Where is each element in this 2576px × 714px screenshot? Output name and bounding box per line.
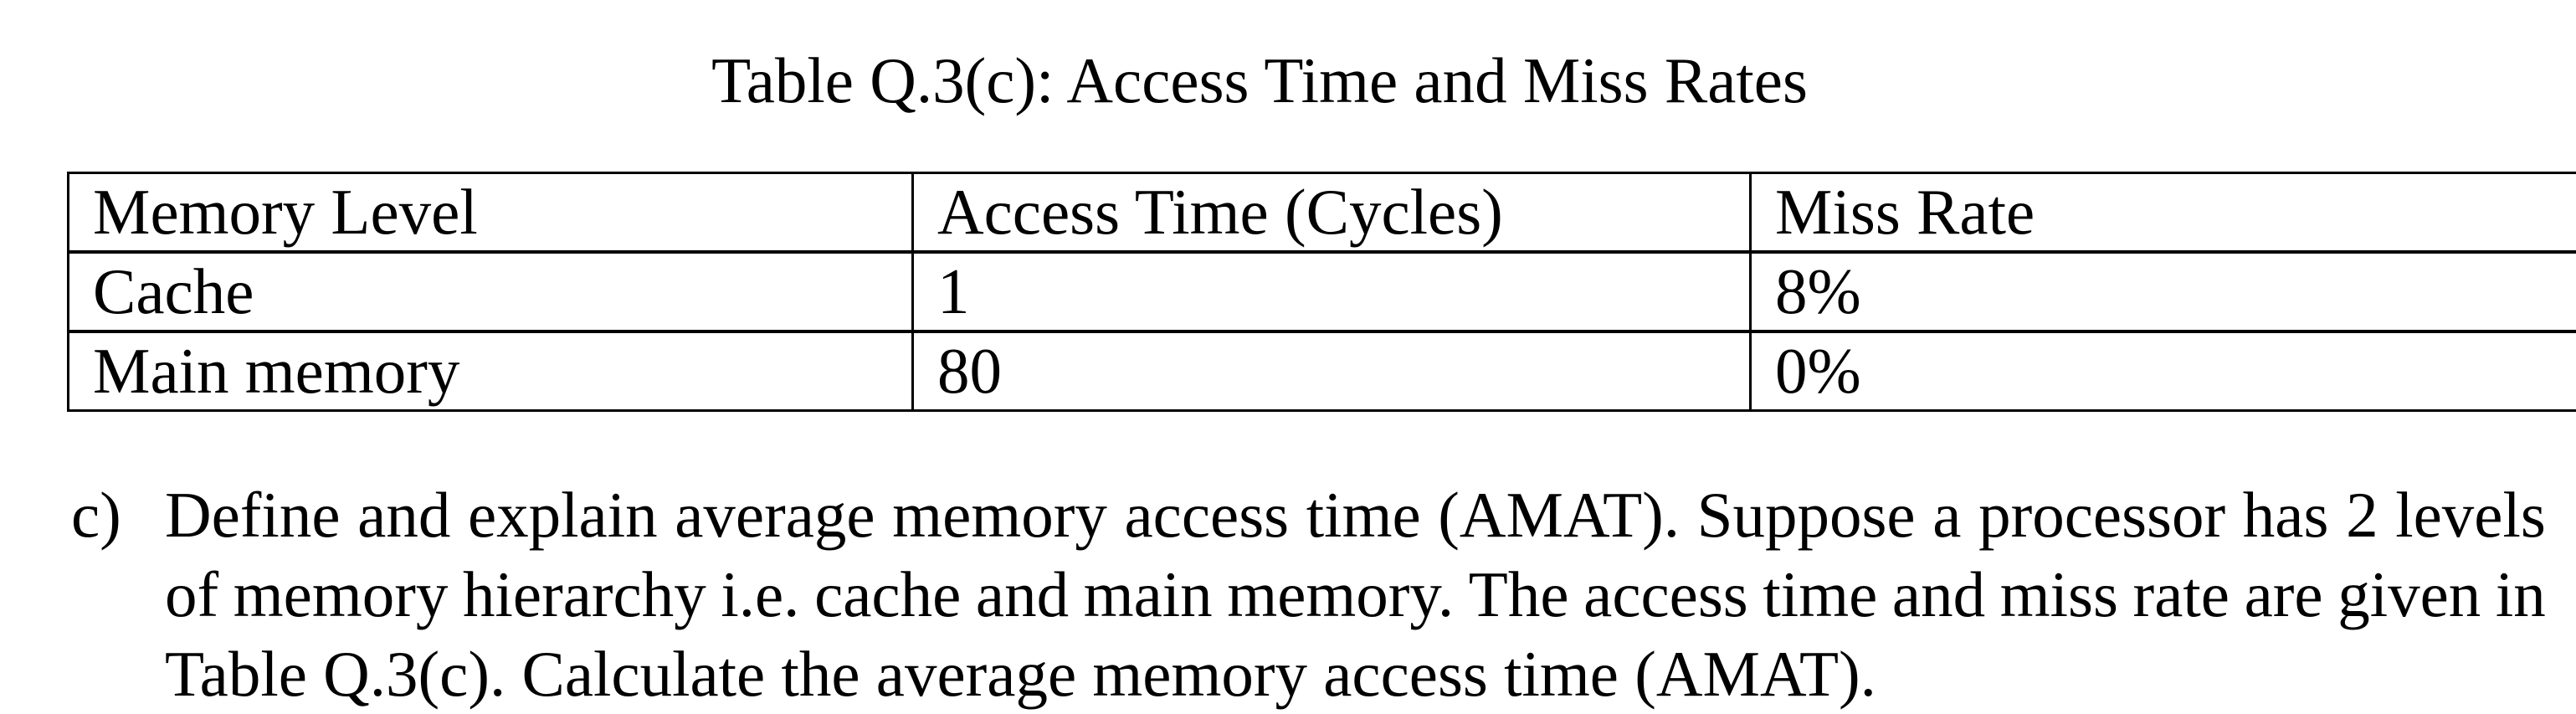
question-marker: c) — [71, 475, 121, 555]
table-row-main-memory: Main memory 80 0% — [69, 331, 2576, 411]
table-cell-main-memory-miss-rate: 0% — [1751, 331, 2576, 411]
table-caption: Table Q.3(c): Access Time and Miss Rates — [0, 44, 2519, 117]
table-header-cell-miss-rate: Miss Rate — [1751, 173, 2576, 253]
table-header-row: Memory Level Access Time (Cycles) Miss R… — [69, 173, 2576, 253]
table-cell-cache-access-time: 1 — [913, 252, 1751, 331]
table-cell-cache-level: Cache — [69, 252, 913, 331]
question-line: Table Q.3(c). Calculate the average memo… — [165, 634, 2546, 714]
table-cell-main-memory-access-time: 80 — [913, 331, 1751, 411]
table-cell-cache-miss-rate: 8% — [1751, 252, 2576, 331]
table-header-cell-access-time: Access Time (Cycles) — [913, 173, 1751, 253]
table-header-cell-memory-level: Memory Level — [69, 173, 913, 253]
table-row-cache: Cache 1 8% — [69, 252, 2576, 331]
table-cell-main-memory-level: Main memory — [69, 331, 913, 411]
access-time-miss-rate-table: Memory Level Access Time (Cycles) Miss R… — [67, 172, 2576, 412]
